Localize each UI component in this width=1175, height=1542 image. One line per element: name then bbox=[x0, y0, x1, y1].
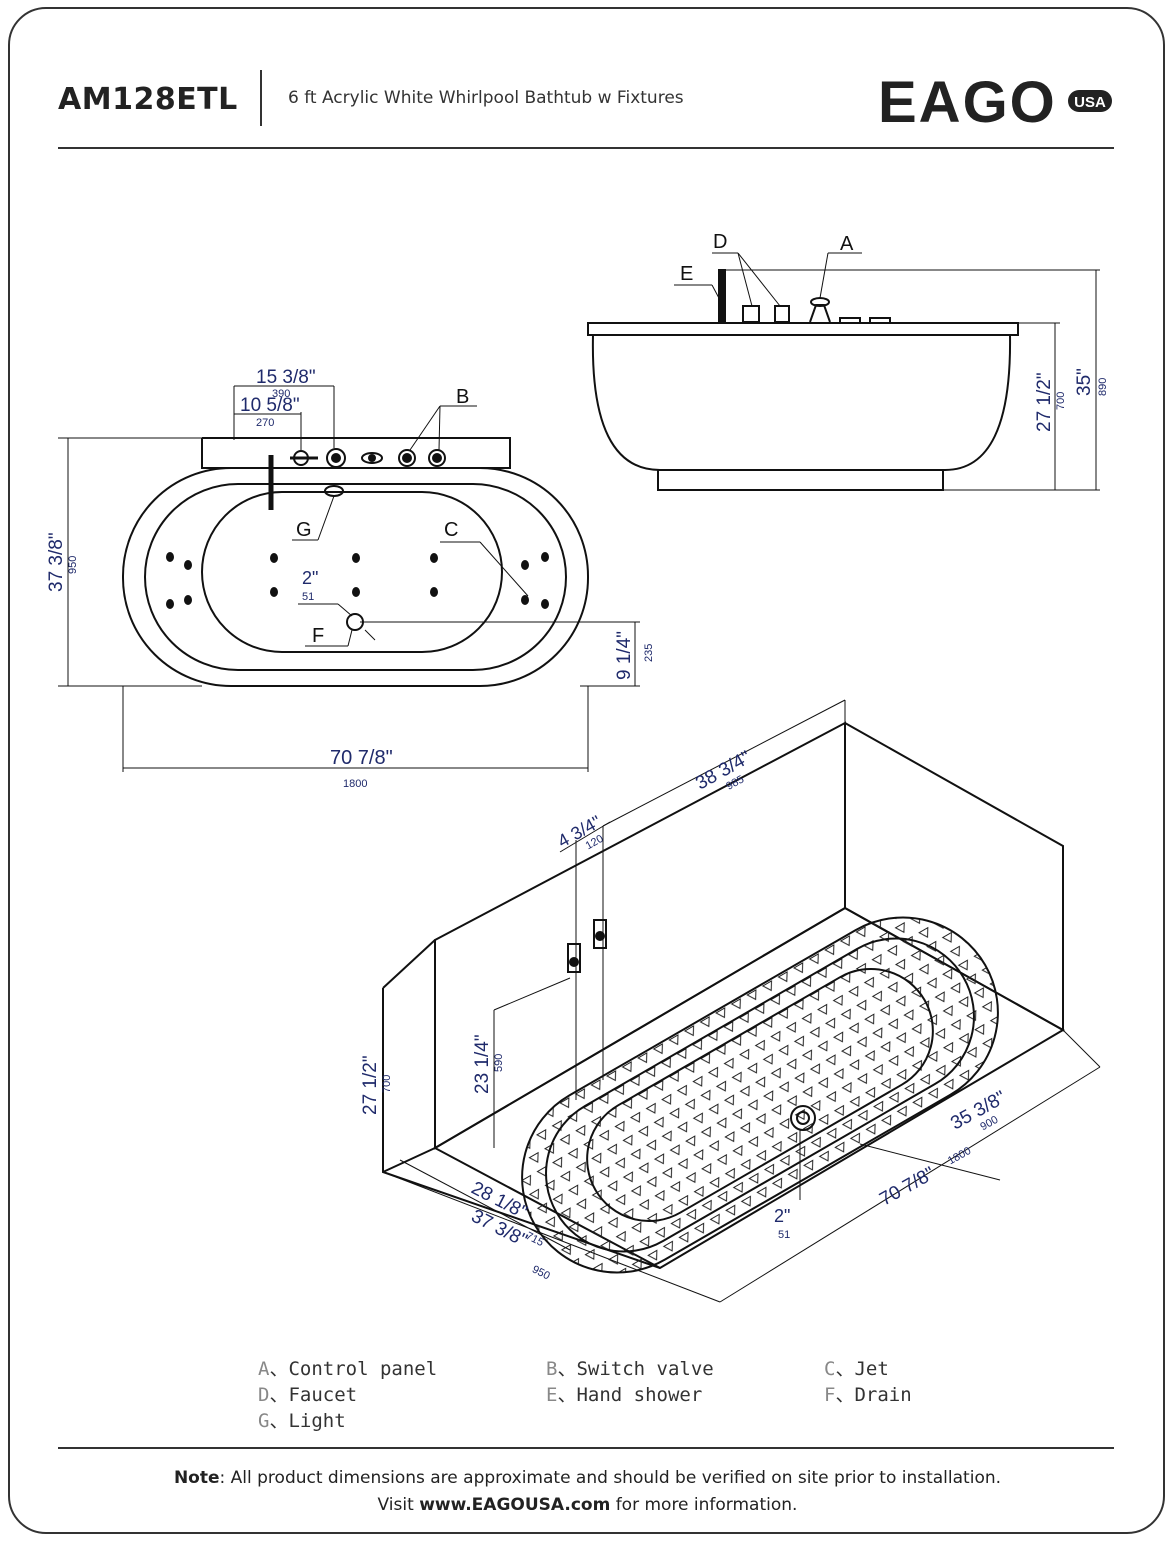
brand-suffix: USA bbox=[1074, 94, 1106, 111]
footer-note: Note: All product dimensions are approxi… bbox=[0, 1468, 1175, 1488]
switch-knob-icon bbox=[326, 448, 346, 468]
dim-iso-70-7-8: 70 7/8" bbox=[876, 1163, 938, 1210]
control-panel-icon bbox=[361, 452, 383, 464]
faucet-icon bbox=[742, 305, 760, 323]
switch-valve-2-icon bbox=[428, 449, 446, 467]
drain-iso-icon bbox=[790, 1105, 816, 1131]
model-number: AM128ETL bbox=[58, 82, 238, 117]
hand-shower-icon bbox=[718, 269, 726, 324]
legend-item-a: A、Control panel bbox=[258, 1358, 438, 1380]
header-divider bbox=[260, 70, 262, 126]
label-e: E bbox=[680, 263, 693, 285]
tub-basin-iso bbox=[586, 968, 934, 1222]
tub-base bbox=[657, 469, 944, 491]
dim-37-3-8: 37 3/8" bbox=[46, 532, 67, 592]
brand-text: EAGO bbox=[878, 70, 1057, 130]
dim-1800: 1800 bbox=[343, 778, 367, 790]
dim-70-7-8: 70 7/8" bbox=[330, 747, 393, 769]
control-panel-side-icon bbox=[809, 304, 831, 323]
legend-item-g: G、Light bbox=[258, 1410, 346, 1432]
note-label: Note bbox=[173, 1468, 220, 1488]
dim-iso-950: 950 bbox=[530, 1263, 552, 1282]
dim-10-5-8: 10 5/8" bbox=[240, 395, 300, 416]
dim-iso-700: 700 bbox=[381, 1075, 393, 1093]
valve-icon bbox=[774, 305, 790, 323]
jets bbox=[166, 552, 549, 609]
legend-item-d: D、Faucet bbox=[258, 1384, 358, 1406]
tub-outer-shell bbox=[521, 916, 999, 1274]
tub-lip bbox=[587, 322, 1019, 336]
header-rule bbox=[58, 147, 1114, 149]
dim-2-in: 2" bbox=[302, 568, 318, 588]
tub-body bbox=[591, 334, 1012, 471]
dim-iso-2-in: 2" bbox=[774, 1206, 790, 1226]
dim-51: 51 bbox=[302, 591, 314, 603]
side-view bbox=[587, 252, 1100, 491]
legend-item-e: E、Hand shower bbox=[546, 1384, 703, 1406]
dim-iso-23-1-4: 23 1/4" bbox=[472, 1034, 493, 1094]
top-view bbox=[58, 385, 640, 772]
switch-valve-1-icon bbox=[398, 449, 416, 467]
label-g: G bbox=[296, 519, 312, 541]
label-a: A bbox=[840, 233, 854, 255]
label-b: B bbox=[456, 386, 469, 408]
dim-side-890: 890 bbox=[1097, 378, 1109, 396]
tub-basin bbox=[201, 491, 503, 653]
legend-item-c: C、Jet bbox=[824, 1358, 889, 1380]
tub-outer-rim bbox=[122, 467, 589, 687]
dim-270: 270 bbox=[256, 417, 274, 429]
dim-235: 235 bbox=[643, 644, 655, 662]
wall-valves bbox=[567, 919, 607, 973]
brand-badge bbox=[1068, 90, 1112, 112]
note-text: : All product dimensions are approximate… bbox=[219, 1468, 1002, 1488]
legend-item-b: B、Switch valve bbox=[546, 1358, 714, 1380]
dim-side-27-1-2: 27 1/2" bbox=[1034, 372, 1055, 432]
dim-iso-590: 590 bbox=[493, 1054, 505, 1072]
label-c: C bbox=[444, 519, 458, 541]
dim-iso-27-1-2: 27 1/2" bbox=[360, 1055, 381, 1115]
footer-rule bbox=[58, 1447, 1114, 1449]
tub-inner-rim bbox=[144, 483, 567, 671]
dim-15-3-8: 15 3/8" bbox=[256, 367, 316, 388]
footer-visit: Visit www.EAGOUSA.com for more informati… bbox=[377, 1495, 798, 1515]
dim-iso-35-3-8: 35 3/8" bbox=[947, 1087, 1009, 1134]
dim-iso-51: 51 bbox=[778, 1229, 790, 1241]
dim-side-35: 35" bbox=[1074, 368, 1095, 396]
dim-side-700: 700 bbox=[1055, 392, 1067, 410]
iso-view bbox=[382, 699, 1101, 1303]
page-frame bbox=[8, 7, 1165, 1534]
website-link[interactable]: www.EAGOUSA.com bbox=[419, 1495, 611, 1515]
dim-950: 950 bbox=[67, 556, 79, 574]
label-d: D bbox=[713, 231, 727, 253]
eago-logo: EAGO USA bbox=[878, 70, 1112, 130]
dim-390: 390 bbox=[272, 388, 290, 400]
dim-9-1-4: 9 1/4" bbox=[614, 631, 635, 680]
label-f: F bbox=[312, 625, 324, 647]
product-subtitle: 6 ft Acrylic White Whirlpool Bathtub w F… bbox=[288, 88, 684, 108]
legend-item-f: F、Drain bbox=[824, 1384, 912, 1406]
dim-iso-1800: 1800 bbox=[946, 1145, 973, 1167]
